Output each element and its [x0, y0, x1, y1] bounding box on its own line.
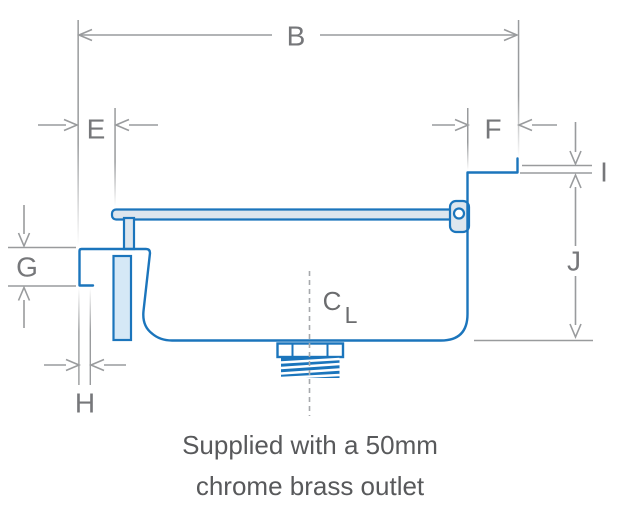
arrowhead-up-icon	[569, 172, 582, 189]
dimension-label-g: G	[16, 252, 38, 283]
dimension-f-extension-left	[467, 108, 469, 170]
caption-line-2: chrome brass outlet	[196, 471, 425, 501]
centerline-label-c: C	[323, 286, 342, 316]
arrowhead-down-icon	[569, 323, 582, 340]
dimension-f: F	[432, 108, 557, 170]
clip-pin-icon	[452, 207, 466, 220]
arrowhead-right-icon	[503, 28, 520, 42]
caption: Supplied with a 50mm chrome brass outlet	[182, 430, 438, 501]
dimension-j: J	[474, 172, 593, 342]
mounting-rail	[110, 208, 456, 221]
dimension-label-j: J	[567, 246, 581, 277]
arrowhead-left-icon	[76, 28, 93, 42]
dimension-h: H	[44, 288, 126, 419]
dimension-b-extension-right	[517, 20, 520, 158]
arrowhead-left-icon	[516, 118, 533, 132]
outlet-thread-line	[280, 357, 340, 364]
arrowhead-right-icon	[65, 358, 82, 372]
dimension-label-b: B	[287, 21, 306, 52]
outlet-thread-line	[280, 373, 340, 380]
caption-line-1: Supplied with a 50mm	[182, 430, 438, 460]
dimension-b: B	[76, 20, 520, 245]
arrowhead-up-icon	[17, 285, 31, 301]
rail-support-leg	[122, 216, 136, 251]
dimension-label-h: H	[75, 388, 95, 419]
dimension-label-i: I	[600, 157, 608, 188]
dimension-label-e: E	[87, 114, 106, 145]
dimension-h-extension-right	[89, 288, 91, 385]
front-wall-panel	[112, 254, 133, 342]
arrowhead-right-icon	[63, 118, 80, 132]
arrowhead-left-icon	[88, 358, 105, 372]
centerline-label-l-subscript: L	[345, 302, 358, 328]
basin-outline	[78, 157, 519, 342]
arrowhead-left-icon	[113, 118, 130, 132]
centerline-group: C L	[308, 271, 358, 416]
dimension-h-extension-left	[78, 288, 80, 385]
arrowhead-down-icon	[17, 232, 31, 249]
dimension-e: E	[38, 108, 158, 206]
arrowhead-down-icon	[569, 150, 582, 167]
dimension-g: G	[8, 205, 76, 328]
basin-body	[78, 157, 519, 342]
dimension-e-extension-right	[114, 108, 116, 206]
dimension-label-f: F	[484, 114, 501, 145]
dimension-b-extension-left	[77, 20, 79, 245]
dimension-i: I	[520, 122, 608, 188]
arrowhead-right-icon	[454, 118, 471, 132]
